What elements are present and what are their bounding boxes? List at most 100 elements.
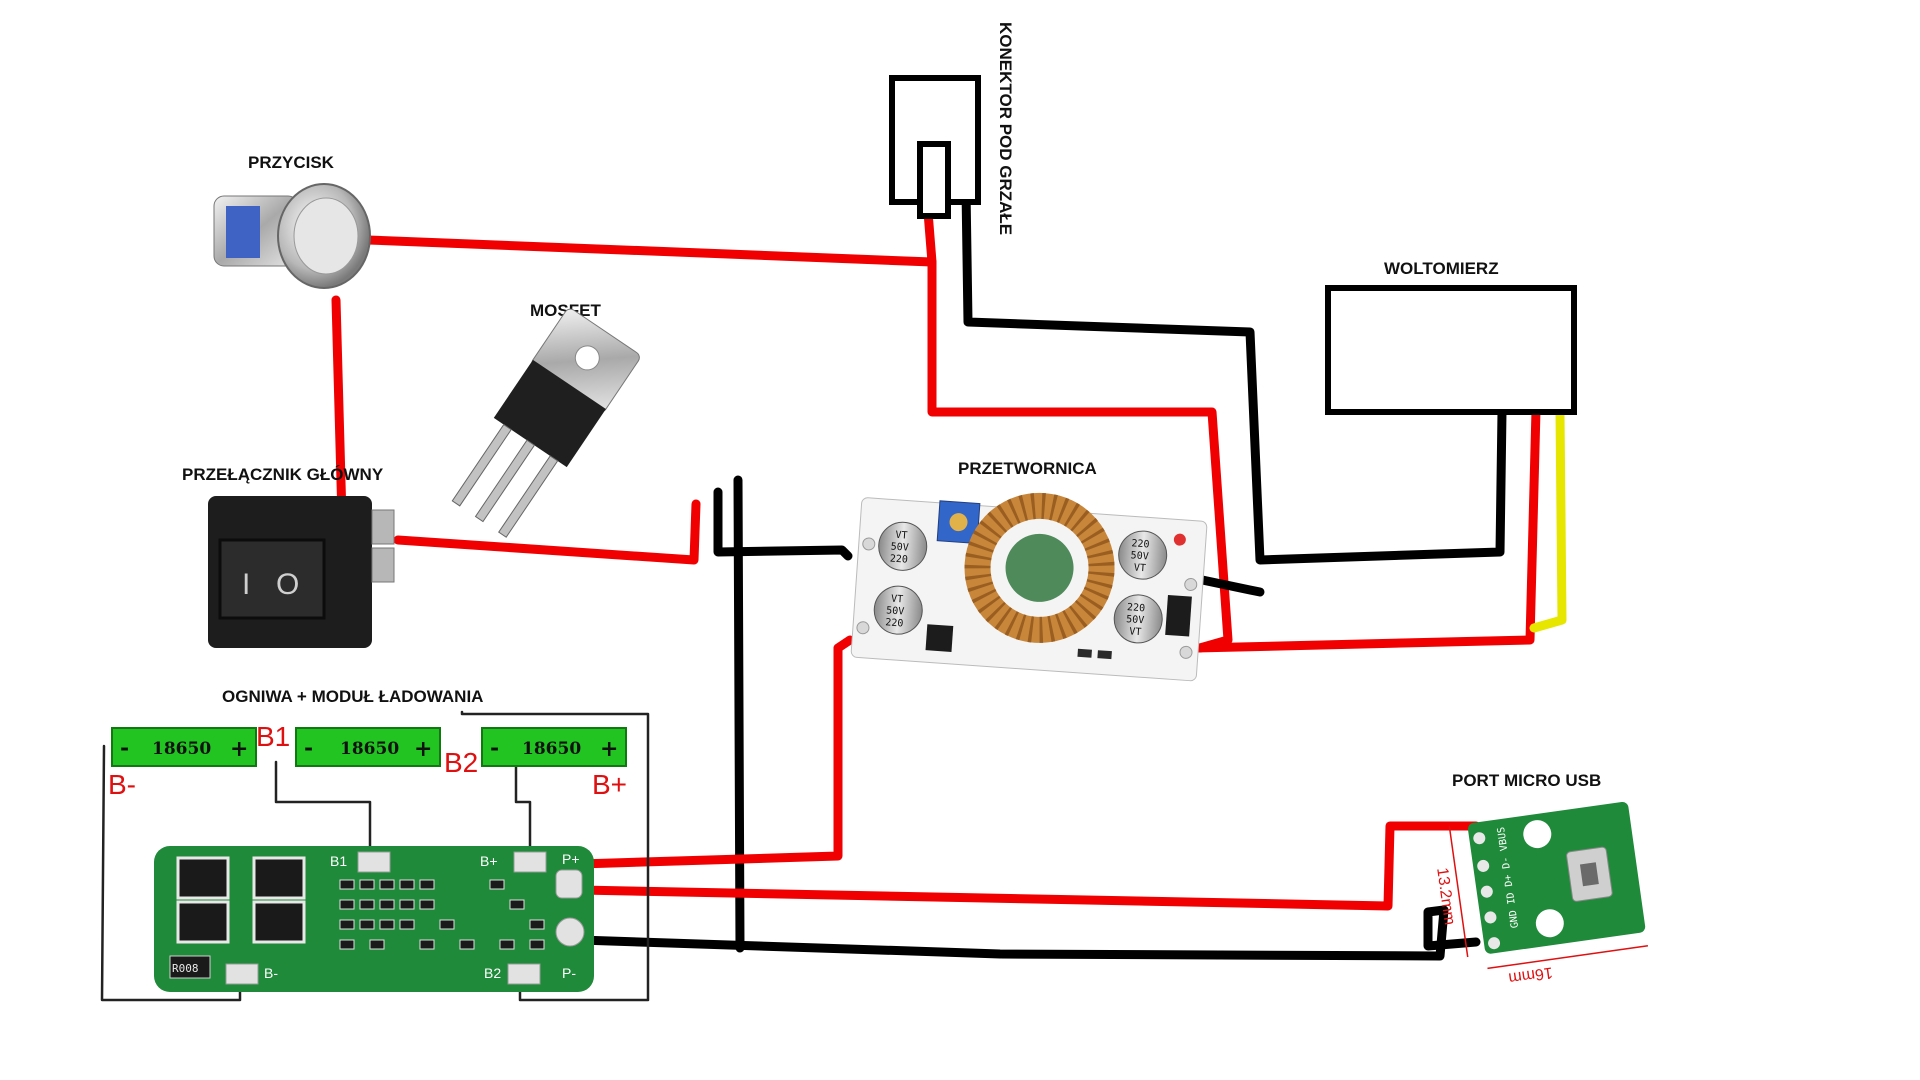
capacitor-2: VT 50V 220 <box>873 585 923 635</box>
cell-1-model: 18650 <box>152 739 211 759</box>
usb-board <box>1467 801 1646 954</box>
bms-pad-p-plus <box>555 869 583 899</box>
cell-3: - 18650 + <box>481 727 627 767</box>
usb-dim-height: 13.2mm <box>1433 867 1458 927</box>
usb-pin-id: ID <box>1505 892 1518 905</box>
switch-terminal-top <box>371 509 395 545</box>
converter-ic <box>925 624 954 652</box>
toroid-center <box>1005 533 1074 602</box>
push-button: PRZYCISK <box>213 153 371 289</box>
bms-smd-components <box>339 879 545 950</box>
wire-bms-to-usb-gnd <box>575 905 1481 961</box>
usb-dim-width: 16mm <box>1507 963 1553 986</box>
main-switch: PRZEŁĄCZNIK GŁÓWNY I O <box>182 465 395 648</box>
usb-dim-height-line <box>1448 826 1469 958</box>
terminal-b-plus-label: B+ <box>592 769 627 800</box>
capacitor-1: VT 50V 220 <box>878 521 928 571</box>
cell-2-plus: + <box>414 736 432 762</box>
battery-pack: OGNIWA + MODUŁ ŁADOWANIA - 18650 + - 186… <box>108 687 627 800</box>
mosfet-leg-drain <box>474 439 536 523</box>
wire-heater-gnd <box>961 185 1507 565</box>
bms-mosfet-3 <box>252 856 306 900</box>
heater-connector: KONEKTOR POD GRZAŁE <box>889 22 1015 235</box>
converter-pad-out-pos <box>1179 645 1193 659</box>
wire-button-to-switch <box>331 295 347 523</box>
terminal-b-minus-label: B- <box>108 769 136 800</box>
cap-1-series: VT <box>895 530 908 542</box>
usb-mount-hole-top <box>1523 820 1552 849</box>
label-cells-module: OGNIWA + MODUŁ ŁADOWANIA <box>222 687 483 706</box>
switch-rocker <box>218 538 326 620</box>
harness-b1 <box>274 760 372 860</box>
bms-pad-p-minus <box>555 917 585 947</box>
mosfet-mount-hole <box>574 345 600 371</box>
wire-bms-to-usb-vbus <box>575 821 1481 911</box>
wire-converter-to-voltmeter <box>1191 405 1541 653</box>
label-button: PRZYCISK <box>248 153 335 172</box>
cell-3-model: 18650 <box>522 739 581 759</box>
capacitor-4: 220 50V VT <box>1113 594 1163 644</box>
mosfet-leg-source <box>498 455 559 538</box>
terminal-b2-label: B2 <box>444 747 478 778</box>
converter-diode <box>1165 594 1192 637</box>
converter-pad-in-pos <box>856 621 870 635</box>
cell-1: - 18650 + <box>111 727 257 767</box>
usb-pin-hole-1 <box>1473 832 1486 845</box>
converter-led <box>1173 533 1186 546</box>
cell-2-model: 18650 <box>340 739 399 759</box>
label-converter: PRZETWORNICA <box>958 459 1097 478</box>
harness-b2 <box>460 710 650 1002</box>
bms-pad-b-minus-label: B- <box>264 965 278 981</box>
bms-pad-p-minus-label: P- <box>562 965 576 981</box>
cap-2-voltage: 50V <box>886 605 905 617</box>
cell-1-plus: + <box>230 736 248 762</box>
button-nut <box>226 206 260 258</box>
label-main-switch: PRZEŁĄCZNIK GŁÓWNY <box>182 465 384 484</box>
wire-heater-to-converter-out <box>927 257 1233 653</box>
usb-pin-d-minus: D- <box>1500 856 1513 869</box>
bms-pad-b-plus <box>513 851 547 873</box>
connector-inner <box>917 141 951 219</box>
bms-pad-b2-label: B2 <box>484 965 501 981</box>
usb-pin-hole-3 <box>1480 885 1493 898</box>
usb-mount-hole-bottom <box>1535 909 1564 938</box>
wire-button-to-heater <box>363 207 937 267</box>
voltmeter-box <box>1325 285 1577 415</box>
wire-converter-out-neg <box>1183 572 1265 597</box>
cell-2: - 18650 + <box>295 727 441 767</box>
usb-dim-width-line <box>1487 945 1649 970</box>
bms-module: R008 B1 B+ P+ P- B2 B- <box>154 846 594 992</box>
voltmeter: WOLTOMIERZ <box>1325 259 1577 415</box>
terminal-b1-label: B1 <box>256 721 290 752</box>
toroid-core <box>964 492 1115 643</box>
mosfet-package <box>493 359 606 468</box>
mosfet-leg-gate <box>451 423 512 507</box>
button-face-inner <box>293 197 359 275</box>
harness-b-plus <box>514 764 532 860</box>
cap-4-value: 220 <box>1127 602 1146 614</box>
bms-shunt-resistor <box>169 955 211 979</box>
wire-mosfet-gnd-rail <box>733 475 745 953</box>
label-voltmeter: WOLTOMIERZ <box>1384 259 1499 278</box>
converter-smd-2 <box>1097 650 1112 660</box>
switch-on-symbol: I <box>242 568 250 601</box>
cell-3-plus: + <box>600 736 618 762</box>
bms-mosfet-1 <box>176 856 230 900</box>
switch-off-symbol: O <box>276 568 299 601</box>
cap-4-series: VT <box>1129 626 1142 638</box>
label-mosfet: MOSFET <box>530 301 601 320</box>
usb-pin-hole-5 <box>1488 937 1501 950</box>
label-heater-connector: KONEKTOR POD GRZAŁE <box>996 22 1015 235</box>
bms-pad-b-plus-label: B+ <box>480 853 498 869</box>
wire-switch-to-mosfet <box>393 499 701 565</box>
bms-mosfet-2 <box>176 900 230 944</box>
micro-usb-port: PORT MICRO USB GND ID D+ D- VBUS 13.2mm <box>1433 771 1649 986</box>
usb-pin-hole-4 <box>1484 911 1497 924</box>
bms-pad-b2 <box>507 963 541 985</box>
cap-3-series: VT <box>1133 563 1146 575</box>
cap-1-value: 220 <box>889 553 908 565</box>
bms-pad-b1 <box>357 851 391 873</box>
converter-pad-in-neg <box>862 537 876 551</box>
usb-connector-slot <box>1579 862 1599 887</box>
